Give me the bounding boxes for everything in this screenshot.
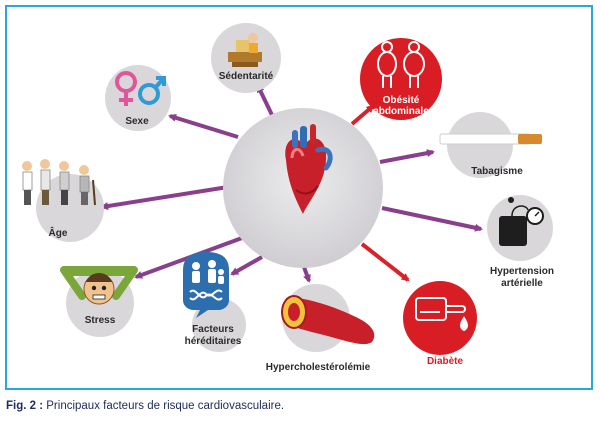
label-hypertension-line2: artérielle <box>501 278 543 289</box>
arrow-facteurs <box>230 255 263 276</box>
desk-person-icon <box>228 33 262 67</box>
node-hypercholesterolemie: Hypercholestérolémie <box>266 284 375 373</box>
label-sedentarite: Sédentarité <box>219 71 274 82</box>
cigarette-icon <box>439 133 542 145</box>
label-diabete: Diabète <box>427 356 464 367</box>
node-tabagisme: Tabagisme <box>439 112 542 178</box>
central-heart-node <box>223 108 383 268</box>
node-obesite: Obésité abdominale <box>360 38 442 120</box>
heart-icon <box>285 124 333 214</box>
label-facteurs-line2: héréditaires <box>185 336 242 347</box>
label-hypercholesterolemie: Hypercholestérolémie <box>266 362 371 373</box>
figure-caption: Fig. 2 : Principaux facteurs de risque c… <box>6 400 284 412</box>
arrow-hypertension <box>381 206 483 232</box>
caption-text: Principaux facteurs de risque cardiovasc… <box>43 400 285 412</box>
node-diabete: Diabète <box>403 281 477 367</box>
node-facteurs-hereditaires: Facteurs héréditaires <box>183 252 246 352</box>
node-stress: Stress <box>60 266 138 337</box>
obese-bodies-icon <box>377 41 425 88</box>
label-obesite-line2: abdominale <box>373 106 429 117</box>
arrow-sexe <box>168 113 239 139</box>
elderly-people-icon <box>22 159 96 206</box>
label-facteurs-line1: Facteurs <box>192 324 234 335</box>
label-hypertension-line1: Hypertension <box>490 266 554 277</box>
arrow-tabagisme <box>379 149 435 164</box>
arrow-age <box>100 185 229 211</box>
node-age: Âge <box>22 159 104 242</box>
label-age: Âge <box>49 226 68 239</box>
arrow-obesite <box>350 104 375 126</box>
arrow-sedentarite <box>256 84 274 116</box>
artery-icon <box>281 295 375 345</box>
stressed-person-icon <box>60 266 138 305</box>
label-sexe: Sexe <box>125 116 149 127</box>
arrow-hypercholesterolemie <box>302 266 311 283</box>
node-sexe: Sexe <box>105 65 171 131</box>
blood-pressure-icon <box>499 197 544 246</box>
finger-blood-drop-icon <box>415 297 468 332</box>
label-obesite-line1: Obésité <box>383 95 420 106</box>
caption-prefix: Fig. 2 : <box>6 400 44 412</box>
family-dna-icon <box>183 252 229 318</box>
arrows <box>100 84 483 283</box>
arrow-diabete <box>360 242 410 282</box>
label-stress: Stress <box>85 315 116 326</box>
node-hypertension: Hypertension artérielle <box>487 195 554 289</box>
node-sedentarite: Sédentarité <box>211 23 281 93</box>
gender-symbols-icon <box>115 71 166 106</box>
label-tabagisme: Tabagisme <box>471 166 523 177</box>
